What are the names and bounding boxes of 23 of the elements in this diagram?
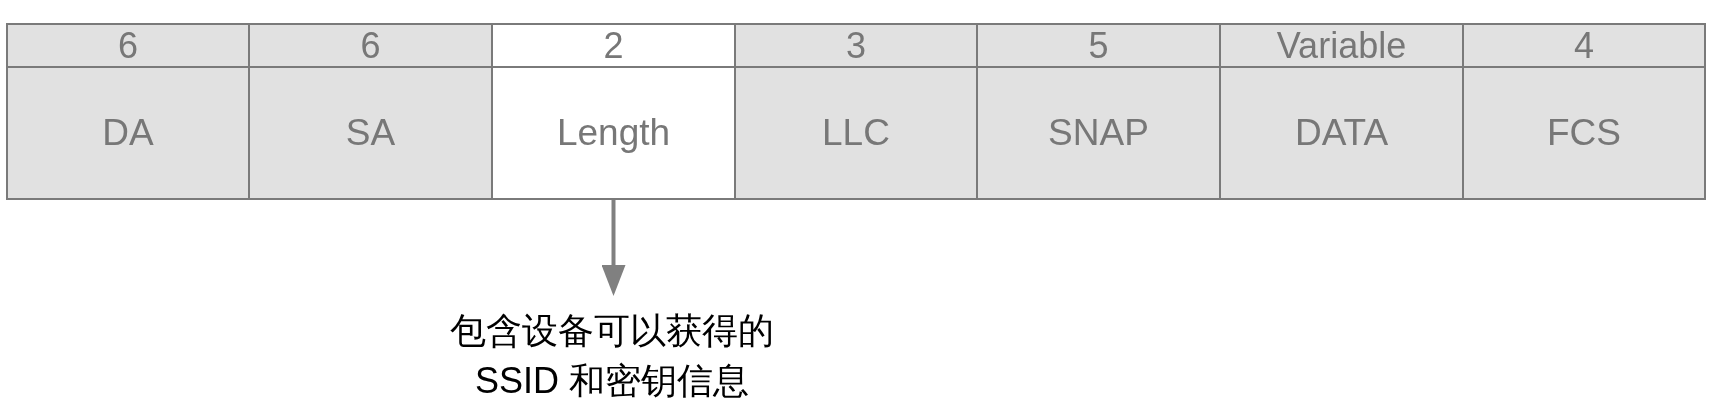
frame-field — [6, 23, 250, 200]
field-name: SA — [345, 112, 396, 154]
byte-count: Variable — [1276, 25, 1407, 66]
byte-count: 6 — [118, 25, 138, 66]
byte-count: 3 — [846, 25, 866, 66]
frame-field — [491, 23, 736, 200]
byte-count: 2 — [603, 25, 624, 66]
byte-count: 5 — [1088, 25, 1109, 66]
field-name: DATA — [1294, 112, 1389, 154]
field-name: FCS — [1547, 112, 1621, 154]
frame-field — [1219, 23, 1464, 200]
annotation-text: 包含设备可以获得的SSID 和密钥信息 — [422, 296, 802, 406]
frame-field — [976, 23, 1221, 200]
frame-field — [734, 23, 978, 200]
byte-count: 6 — [360, 25, 381, 66]
byte-count: 4 — [1574, 25, 1594, 66]
field-name: LLC — [822, 112, 890, 154]
frame-field — [248, 23, 493, 200]
arrow — [601, 200, 626, 296]
field-name: Length — [556, 112, 671, 154]
frame-field — [1462, 23, 1706, 200]
field-name: SNAP — [1048, 112, 1149, 154]
field-name: DA — [102, 112, 154, 154]
